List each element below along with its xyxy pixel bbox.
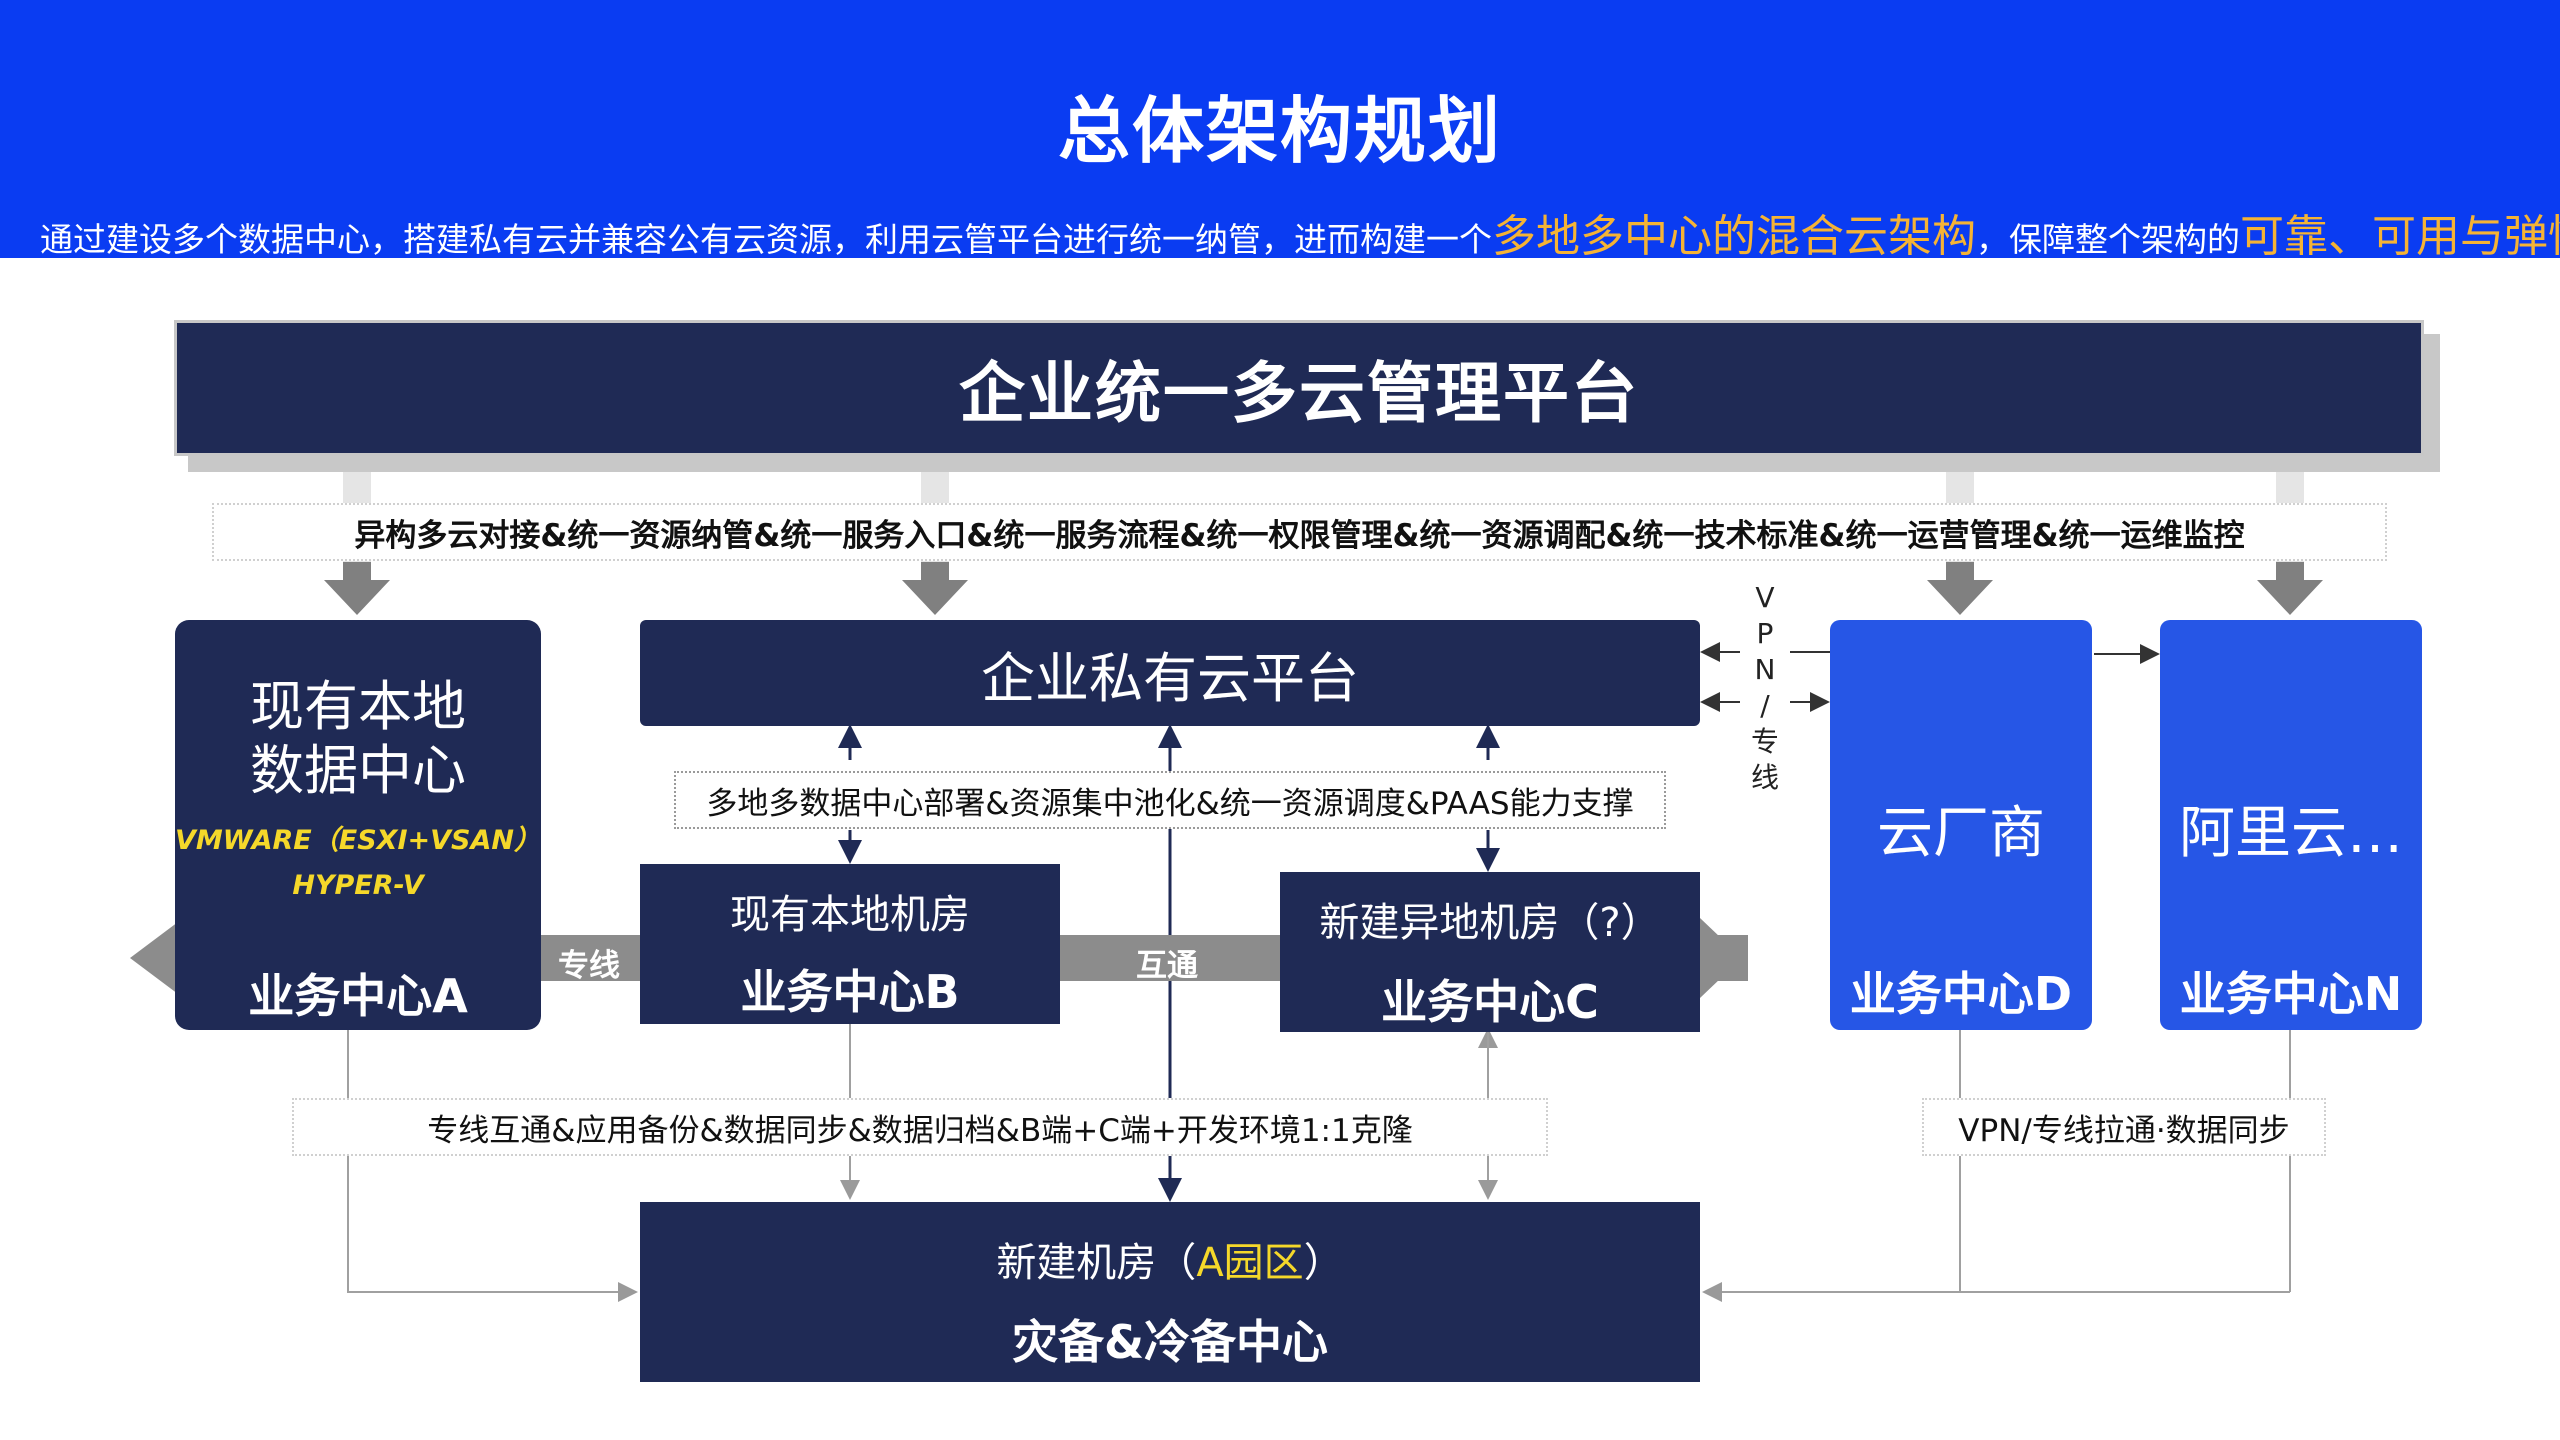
- center-d-vendor: 云厂商: [1877, 801, 2045, 866]
- down-arrow-d: [1927, 562, 1993, 615]
- center-a-label: 业务中心A: [248, 969, 468, 1023]
- vpn-dedicated-line-label: V P N / 专 线: [1740, 580, 1790, 796]
- vpn-char: N: [1754, 653, 1776, 686]
- page-subtitle: 通过建设多个数据中心，搭建私有云并兼容公有云资源，利用云管平台进行统一纳管，进而…: [40, 200, 2560, 264]
- resource-pool-bar: 多地多数据中心部署&资源集中池化&统一资源调度&PAAS能力支撑: [674, 771, 1666, 829]
- center-a-name-line2: 数据中心: [250, 739, 466, 802]
- center-a-tech-vmware: VMWARE（ESXI+VSAN）: [175, 825, 541, 856]
- interconnect-label: 互通: [1136, 948, 1198, 984]
- dr-center-site: 新建机房（A园区）: [640, 1230, 1700, 1288]
- center-b-label: 业务中心B: [740, 965, 960, 1019]
- center-n-label: 业务中心N: [2179, 967, 2403, 1021]
- private-cloud-platform-box: 企业私有云平台: [640, 620, 1700, 726]
- vpn-char: P: [1756, 617, 1774, 650]
- vpn-sync-bar: VPN/专线拉通·数据同步: [1922, 1098, 2326, 1156]
- capabilities-bar: 异构多云对接&统一资源纳管&统一服务入口&统一服务流程&统一权限管理&统一资源调…: [212, 503, 2387, 561]
- center-d-label: 业务中心D: [1849, 967, 2073, 1021]
- dr-site-highlight: A园区: [1196, 1240, 1304, 1286]
- center-c-name: 新建异地机房（?）: [1319, 900, 1661, 946]
- header-banner: [0, 0, 2560, 258]
- business-center-d: 云厂商 业务中心D: [1830, 620, 2092, 1030]
- center-a-name: 现有本地 数据中心: [175, 675, 541, 803]
- dr-center-label: 灾备&冷备中心: [1011, 1315, 1329, 1369]
- down-arrows: [324, 562, 2323, 615]
- center-n-vendor: 阿里云…: [2179, 801, 2403, 866]
- down-arrow-n: [2257, 562, 2323, 615]
- disaster-recovery-center: 新建机房（A园区） 灾备&冷备中心: [640, 1202, 1700, 1382]
- dedicated-line-label: 专线: [558, 948, 620, 984]
- center-c-label: 业务中心C: [1381, 975, 1599, 1029]
- center-b-name: 现有本地机房: [730, 892, 970, 938]
- vpn-char: V: [1755, 581, 1775, 614]
- subtitle-highlight-reliability: 可靠、可用与弹性: [2240, 211, 2560, 262]
- page-title: 总体架构规划: [1057, 89, 1502, 173]
- dr-site-prefix: 新建机房（: [996, 1240, 1197, 1286]
- down-arrow-private: [902, 562, 968, 615]
- vpn-char: /: [1760, 689, 1770, 722]
- down-arrow-a: [324, 562, 390, 615]
- business-center-a: 现有本地 数据中心 VMWARE（ESXI+VSAN） HYPER-V 业务中心…: [175, 620, 541, 1030]
- subtitle-mid: ，保障整个架构的: [1976, 220, 2240, 259]
- business-center-c: 新建异地机房（?） 业务中心C: [1280, 872, 1700, 1032]
- vpn-char: 专: [1750, 725, 1779, 758]
- subtitle-highlight-architecture: 多地多中心的混合云架构: [1492, 211, 1976, 262]
- center-a-name-line1: 现有本地: [250, 675, 466, 738]
- subtitle-prefix: 通过建设多个数据中心，搭建私有云并兼容公有云资源，利用云管平台进行统一纳管，进而…: [40, 220, 1492, 259]
- center-a-tech-hyperv: HYPER-V: [292, 870, 424, 901]
- vpn-char: 线: [1750, 761, 1779, 794]
- sync-capabilities-bar: 专线互通&应用备份&数据同步&数据归档&B端+C端+开发环境1:1克隆: [292, 1098, 1548, 1156]
- business-center-b: 现有本地机房 业务中心B: [640, 864, 1060, 1024]
- left-arrowhead: [130, 922, 178, 994]
- multi-cloud-platform-box: 企业统一多云管理平台: [174, 320, 2424, 456]
- dr-site-suffix: ）: [1303, 1240, 1344, 1286]
- business-center-n: 阿里云… 业务中心N: [2160, 620, 2422, 1030]
